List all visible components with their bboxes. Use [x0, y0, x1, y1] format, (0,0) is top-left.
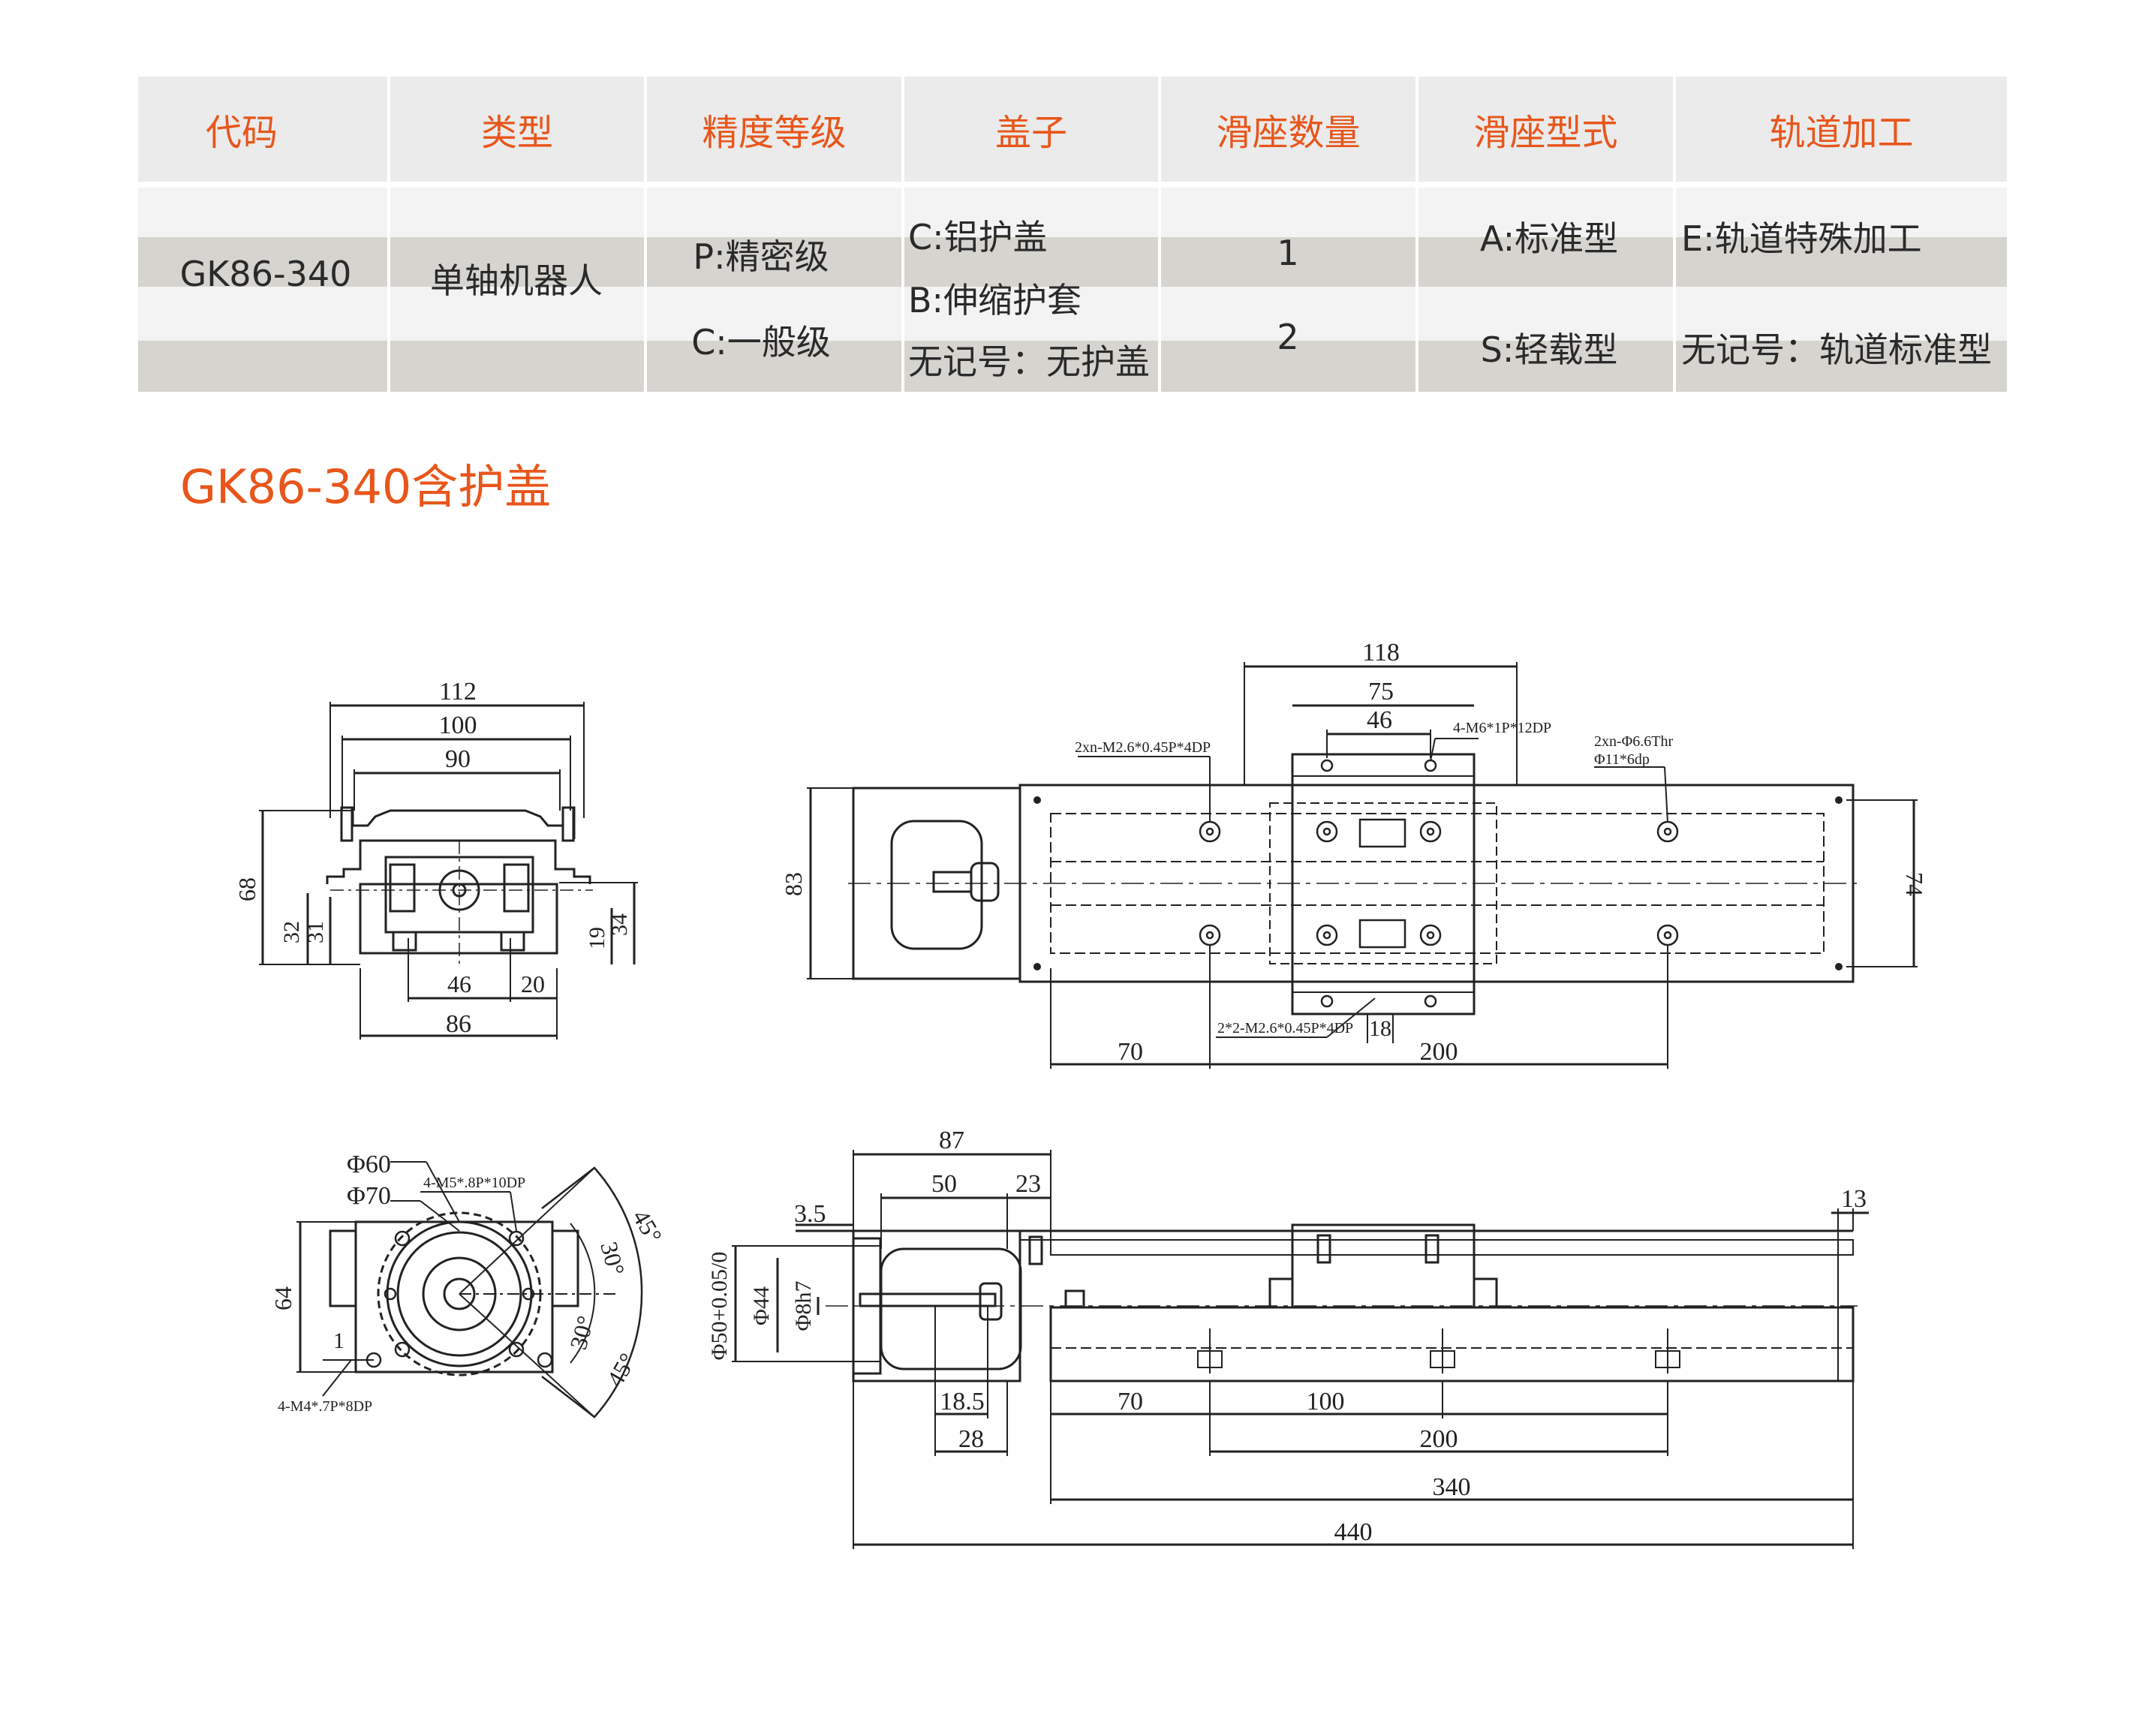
- dim-front-34: 34: [607, 913, 632, 936]
- cell-rail-e: E:轨道特殊加工: [1681, 218, 1922, 259]
- dim-side-340: 340: [1433, 1473, 1471, 1501]
- dim-front-90: 90: [445, 745, 471, 773]
- table-band: [138, 287, 2007, 341]
- note-top-m26: 2xn-M2.6*0.45P*4DP: [1075, 739, 1211, 756]
- note-top-2x2: 2*2-M2.6*0.45P*4DP: [1217, 1020, 1353, 1036]
- dim-front-31: 31: [303, 921, 328, 943]
- dim-side-70: 70: [1118, 1388, 1143, 1416]
- cell-slider-count-1: 1: [1277, 233, 1299, 273]
- dim-top-200: 200: [1420, 1038, 1458, 1066]
- dim-top-118: 118: [1362, 639, 1400, 666]
- flange-view: Φ60 Φ70 64 1 45° 30° 30° 45° 4-M5*.8P*10…: [269, 1151, 668, 1419]
- cell-slider-type-a: A:标准型: [1479, 218, 1619, 259]
- cell-precision-p: P:精密级: [693, 236, 829, 277]
- note-top-phi66: 2xn-Φ6.6Thr: [1594, 733, 1673, 750]
- cell-slider-count-2: 2: [1277, 317, 1299, 357]
- dim-side-13: 13: [1841, 1185, 1867, 1213]
- dim-flange-phi70: Φ70: [347, 1182, 391, 1210]
- note-top-phi11: Φ11*6dp: [1594, 751, 1650, 768]
- dim-side-50: 50: [931, 1170, 957, 1198]
- header-type: 类型: [480, 112, 553, 154]
- dim-side-phi50: Φ50+0.05/0: [707, 1252, 732, 1361]
- note-flange-m5: 4-M5*.8P*10DP: [423, 1175, 525, 1191]
- dim-top-74: 74: [1901, 872, 1928, 896]
- cell-cover-c: C:铝护盖: [908, 217, 1048, 257]
- dim-side-87: 87: [939, 1127, 964, 1154]
- table-band: [138, 188, 2007, 237]
- dim-top-18: 18: [1369, 1016, 1391, 1041]
- dim-side-28: 28: [958, 1425, 984, 1453]
- dim-flange-phi60: Φ60: [347, 1151, 391, 1178]
- side-view: 87 50 23 3.5 Φ50+0.05/0 Φ44 Φ8h7 18.5 28…: [707, 1127, 1869, 1549]
- note-top-m6: 4-M6*1P*12DP: [1453, 720, 1551, 736]
- spec-table: 代码 类型 精度等级 盖子 滑座数量 滑座型式 轨道加工 GK86-340 单轴…: [138, 77, 2007, 392]
- cell-precision-c: C:一般级: [691, 322, 831, 363]
- dim-top-75: 75: [1368, 678, 1394, 706]
- dim-side-440: 440: [1334, 1518, 1373, 1546]
- dim-flange-30b: 30°: [564, 1313, 599, 1352]
- cell-slider-type-s: S:轻载型: [1480, 329, 1618, 370]
- dim-flange-1: 1: [333, 1328, 344, 1353]
- dim-side-phi44: Φ44: [749, 1286, 774, 1325]
- dim-top-70: 70: [1118, 1038, 1143, 1066]
- dim-side-200: 200: [1420, 1425, 1458, 1453]
- dim-side-23: 23: [1015, 1170, 1041, 1198]
- dim-flange-45b: 45°: [601, 1349, 642, 1392]
- dim-side-18-5: 18.5: [940, 1388, 985, 1416]
- table-header-row: [138, 77, 2007, 182]
- cell-rail-none: 无记号：轨道标准型: [1681, 329, 1992, 370]
- dim-front-100: 100: [439, 712, 477, 739]
- cell-code: GK86-340: [179, 254, 352, 294]
- header-slider-count: 滑座数量: [1216, 112, 1361, 154]
- dim-front-68: 68: [233, 877, 260, 901]
- dim-top-46: 46: [1367, 706, 1392, 734]
- cell-type: 单轴机器人: [430, 260, 603, 301]
- dim-side-3-5: 3.5: [794, 1200, 826, 1228]
- header-rail-processing: 轨道加工: [1769, 112, 1914, 154]
- dim-side-phi8: Φ8h7: [791, 1281, 816, 1331]
- dim-front-46: 46: [447, 970, 471, 997]
- dim-front-19: 19: [585, 927, 609, 949]
- section-title: GK86-340含护盖: [180, 459, 552, 514]
- header-code: 代码: [206, 112, 278, 154]
- header-slider-type: 滑座型式: [1473, 112, 1618, 154]
- front-view: 112 100 90 68 32 31 46 20 86 19 34: [233, 678, 638, 1039]
- dim-flange-64: 64: [269, 1286, 296, 1310]
- dim-front-32: 32: [279, 921, 304, 943]
- cell-cover-none: 无记号：无护盖: [908, 341, 1150, 382]
- note-flange-m4: 4-M4*.7P*8DP: [278, 1398, 372, 1415]
- dim-flange-30a: 30°: [595, 1238, 630, 1278]
- dim-front-112: 112: [439, 678, 477, 706]
- dim-front-86: 86: [446, 1010, 471, 1038]
- dim-flange-45a: 45°: [627, 1205, 668, 1248]
- dim-front-20: 20: [521, 970, 545, 997]
- dim-top-83: 83: [780, 872, 807, 896]
- header-precision: 精度等级: [702, 112, 847, 154]
- header-cover: 盖子: [994, 112, 1067, 154]
- table-band: [138, 341, 2007, 392]
- cell-cover-b: B:伸缩护套: [908, 280, 1082, 320]
- dim-side-100: 100: [1307, 1388, 1345, 1416]
- table-band: [138, 237, 2007, 287]
- top-view: 118 75 46 83 74 70 200 18 2xn-M2.6*0.45P…: [780, 639, 1928, 1069]
